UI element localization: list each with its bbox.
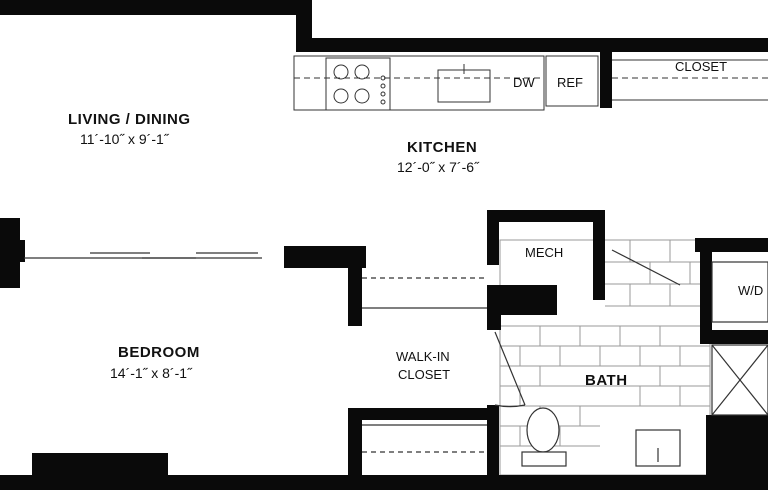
bath-fixtures bbox=[521, 261, 768, 467]
doors bbox=[24, 249, 681, 453]
kitchen-counter bbox=[293, 55, 768, 111]
kitchen-dimensions: 12´-0˝ x 7´-6˝ bbox=[397, 159, 479, 175]
walk-in-closet-label-line1: WALK-IN bbox=[396, 349, 450, 364]
walk-in-closet-label-line2: CLOSET bbox=[398, 367, 451, 382]
bedroom-label: BEDROOM bbox=[118, 344, 200, 361]
living-dining-dimensions: 11´-10˝ x 9´-1˝ bbox=[80, 131, 169, 147]
living-dining-label: LIVING / DINING bbox=[68, 111, 191, 128]
bath-label: BATH bbox=[585, 372, 628, 389]
washer-dryer-label: W/D bbox=[738, 283, 764, 298]
mech-label: MECH bbox=[525, 245, 564, 260]
kitchen-label: KITCHEN bbox=[407, 139, 478, 156]
closet-label: CLOSET bbox=[675, 59, 728, 74]
refrigerator-label: REF bbox=[557, 75, 583, 90]
dishwasher-label: DW bbox=[513, 75, 535, 90]
bedroom-dimensions: 14´-1˝ x 8´-1˝ bbox=[110, 365, 192, 381]
